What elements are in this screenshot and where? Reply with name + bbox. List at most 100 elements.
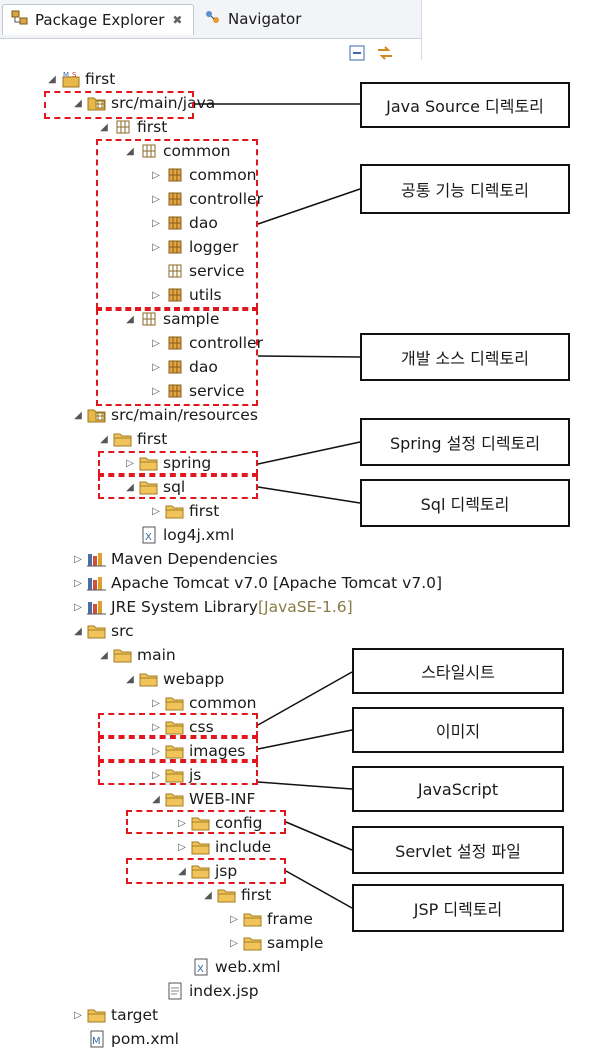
tree-item-label: main bbox=[137, 646, 176, 664]
tree-item[interactable]: ▷dao bbox=[148, 355, 218, 379]
collapsed-arrow-icon[interactable]: ▷ bbox=[152, 697, 160, 709]
tree-item[interactable]: ▷logger bbox=[148, 235, 238, 259]
expanded-arrow-icon[interactable]: ◢ bbox=[126, 673, 134, 685]
expanded-arrow-icon[interactable]: ◢ bbox=[74, 97, 82, 109]
expanded-arrow-icon[interactable]: ◢ bbox=[126, 481, 134, 493]
tree-item[interactable]: ◢common bbox=[122, 139, 230, 163]
tree-item[interactable]: ◢WEB-INF bbox=[148, 787, 255, 811]
expanded-arrow-icon[interactable]: ◢ bbox=[152, 793, 160, 805]
tree-item[interactable]: index.jsp bbox=[148, 979, 259, 1003]
tree-item[interactable]: ◢webapp bbox=[122, 667, 224, 691]
tree-item[interactable]: ▷controller bbox=[148, 331, 263, 355]
close-icon[interactable]: ✖ bbox=[172, 13, 183, 27]
expanded-arrow-icon[interactable]: ◢ bbox=[100, 649, 108, 661]
tree-item[interactable]: ◢ first bbox=[96, 115, 167, 139]
expanded-arrow-icon[interactable]: ◢ bbox=[178, 865, 186, 877]
tree-item[interactable]: ▷config bbox=[174, 811, 262, 835]
tree-item[interactable]: service bbox=[148, 259, 245, 283]
collapsed-arrow-icon[interactable]: ▷ bbox=[230, 937, 238, 949]
collapsed-arrow-icon[interactable]: ▷ bbox=[152, 169, 160, 181]
expanded-arrow-icon[interactable]: ◢ bbox=[126, 145, 134, 157]
package-full-icon bbox=[164, 214, 186, 232]
tree-item[interactable]: ◢jsp bbox=[174, 859, 237, 883]
tree-item[interactable]: ▷first bbox=[148, 499, 219, 523]
tree-item[interactable]: ▷frame bbox=[226, 907, 313, 931]
collapsed-arrow-icon[interactable]: ▷ bbox=[126, 457, 134, 469]
package-full-icon bbox=[164, 238, 186, 256]
collapsed-arrow-icon[interactable]: ▷ bbox=[74, 553, 82, 565]
tree-item[interactable]: ▷target bbox=[70, 1003, 158, 1027]
tree-item[interactable]: ▷utils bbox=[148, 283, 221, 307]
tab-package-explorer[interactable]: Package Explorer ✖ bbox=[2, 4, 194, 35]
folder-icon bbox=[112, 646, 134, 664]
tree-item[interactable]: ◢first bbox=[96, 427, 167, 451]
tree-item[interactable]: ◢src bbox=[70, 619, 134, 643]
package-full-icon bbox=[164, 166, 186, 184]
collapsed-arrow-icon[interactable]: ▷ bbox=[152, 769, 160, 781]
expanded-arrow-icon[interactable]: ◢ bbox=[204, 889, 212, 901]
collapsed-arrow-icon[interactable]: ▷ bbox=[152, 721, 160, 733]
collapsed-arrow-icon[interactable]: ▷ bbox=[152, 217, 160, 229]
tree-item[interactable]: ▷Apache Tomcat v7.0 [Apache Tomcat v7.0] bbox=[70, 571, 442, 595]
collapsed-arrow-icon[interactable]: ▷ bbox=[74, 601, 82, 613]
link-with-editor-icon[interactable] bbox=[376, 44, 394, 62]
folder-icon bbox=[164, 694, 186, 712]
collapsed-arrow-icon[interactable]: ▷ bbox=[152, 745, 160, 757]
tree-item-label: sample bbox=[163, 310, 220, 328]
expanded-arrow-icon[interactable]: ◢ bbox=[126, 313, 134, 325]
collapsed-arrow-icon[interactable]: ▷ bbox=[152, 241, 160, 253]
collapsed-arrow-icon[interactable]: ▷ bbox=[178, 817, 186, 829]
tree-item[interactable]: ▷Maven Dependencies bbox=[70, 547, 278, 571]
tree-item-label: js bbox=[189, 766, 202, 784]
tree-item[interactable]: ▷ common bbox=[148, 691, 257, 715]
tree-item[interactable]: ◢first bbox=[200, 883, 271, 907]
collapsed-arrow-icon[interactable]: ▷ bbox=[74, 577, 82, 589]
collapse-all-icon[interactable] bbox=[348, 44, 366, 62]
tree-item[interactable]: ◢sql bbox=[122, 475, 185, 499]
collapsed-arrow-icon[interactable]: ▷ bbox=[230, 913, 238, 925]
collapsed-arrow-icon[interactable]: ▷ bbox=[178, 841, 186, 853]
tree-item[interactable]: ▷JRE System Library [JavaSE-1.6] bbox=[70, 595, 353, 619]
collapsed-arrow-icon[interactable]: ▷ bbox=[152, 385, 160, 397]
tree-item[interactable]: ◢ sample bbox=[122, 307, 219, 331]
tree-item[interactable]: ▷include bbox=[174, 835, 271, 859]
tree-item[interactable]: ▷spring bbox=[122, 451, 211, 475]
tree-item-label: images bbox=[189, 742, 246, 760]
tree-item[interactable]: ◢src/main/resources bbox=[70, 403, 258, 427]
tree-item[interactable]: ▷service bbox=[148, 379, 244, 403]
expanded-arrow-icon[interactable]: ◢ bbox=[74, 625, 82, 637]
tree-item[interactable]: ▷ images bbox=[148, 739, 245, 763]
tree-item[interactable]: ▷sample bbox=[226, 931, 323, 955]
expanded-arrow-icon[interactable]: ◢ bbox=[100, 121, 108, 133]
tree-item-label: log4j.xml bbox=[163, 526, 235, 544]
tab-navigator[interactable]: Navigator bbox=[196, 4, 301, 34]
tree-item[interactable]: ▷ js bbox=[148, 763, 201, 787]
package-icon bbox=[164, 262, 186, 280]
expanded-arrow-icon[interactable]: ◢ bbox=[48, 73, 56, 85]
tree-item[interactable]: ▷common bbox=[148, 163, 256, 187]
collapsed-arrow-icon[interactable]: ▷ bbox=[152, 337, 160, 349]
package-icon bbox=[138, 310, 160, 328]
collapsed-arrow-icon[interactable]: ▷ bbox=[74, 1009, 82, 1021]
expanded-arrow-icon[interactable]: ◢ bbox=[74, 409, 82, 421]
tree-item[interactable]: ▷css bbox=[148, 715, 214, 739]
tree-item-label: first bbox=[137, 118, 168, 136]
folder-icon bbox=[86, 622, 108, 640]
expanded-arrow-icon[interactable]: ◢ bbox=[100, 433, 108, 445]
collapsed-arrow-icon[interactable]: ▷ bbox=[152, 505, 160, 517]
tree-item-decoration: [JavaSE-1.6] bbox=[258, 598, 353, 616]
tree-item[interactable]: ◢src/main/java bbox=[70, 91, 215, 115]
collapsed-arrow-icon[interactable]: ▷ bbox=[152, 193, 160, 205]
maven-icon: M bbox=[86, 1030, 108, 1048]
collapsed-arrow-icon[interactable]: ▷ bbox=[152, 289, 160, 301]
tree-item-label: common bbox=[189, 694, 257, 712]
tree-item[interactable]: ▷controller bbox=[148, 187, 263, 211]
tree-item-label: web.xml bbox=[215, 958, 281, 976]
tree-item[interactable]: ◢ main bbox=[96, 643, 176, 667]
collapsed-arrow-icon[interactable]: ▷ bbox=[152, 361, 160, 373]
tree-item[interactable]: ▷dao bbox=[148, 211, 218, 235]
